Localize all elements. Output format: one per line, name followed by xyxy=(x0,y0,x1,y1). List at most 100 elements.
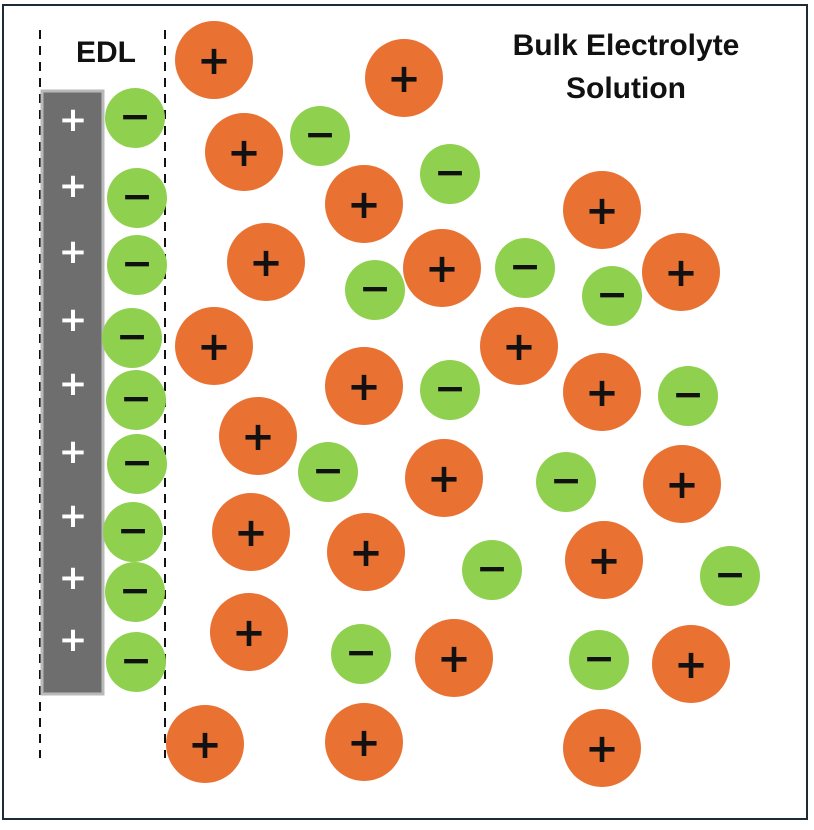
bulk-anion-sign: − xyxy=(345,630,377,674)
cation-sign: + xyxy=(347,182,381,228)
bulk-anion-sign: − xyxy=(583,636,615,680)
bulk-anion: − xyxy=(658,366,718,426)
bulk-anion-circle xyxy=(298,442,358,502)
cation-sign: + xyxy=(387,56,421,102)
bulk-anion-circle xyxy=(582,266,642,326)
edl-anion-sign: − xyxy=(120,638,152,682)
cation-group: ++++++++++++++++++++++++ xyxy=(166,21,730,787)
cation-sign: + xyxy=(347,364,381,410)
bulk-anion: − xyxy=(290,106,350,166)
bulk-label-line1: Bulk Electrolyte xyxy=(513,29,740,62)
edl-anion-sign: − xyxy=(121,174,153,218)
edl-anion: − xyxy=(107,235,167,295)
cation-circle xyxy=(327,513,405,591)
bulk-anion: − xyxy=(331,624,391,684)
bulk-anion: − xyxy=(536,452,596,512)
bulk-anion: − xyxy=(569,630,629,690)
bulk-anion: − xyxy=(582,266,642,326)
cation: + xyxy=(210,593,288,671)
cation: + xyxy=(563,171,641,249)
cation-sign: + xyxy=(188,722,222,768)
bulk-anion: − xyxy=(495,238,555,298)
cation-circle xyxy=(325,165,403,243)
cation-sign: + xyxy=(674,642,708,688)
edl-label: EDL xyxy=(76,36,136,69)
cation-sign: + xyxy=(437,636,471,682)
edl-anion: − xyxy=(106,370,166,430)
cation: + xyxy=(205,113,283,191)
bulk-anion-circle xyxy=(331,624,391,684)
cation-sign: + xyxy=(232,610,266,656)
bulk-anion-sign: − xyxy=(714,552,746,596)
bulk-anion-circle xyxy=(700,546,760,606)
bulk-anion-sign: − xyxy=(672,372,704,416)
cation-circle xyxy=(415,619,493,697)
cation-circle xyxy=(403,229,481,307)
edl-anion-circle xyxy=(103,502,163,562)
cation-sign: + xyxy=(665,462,699,508)
electrode-plus-sign: + xyxy=(59,300,88,340)
bulk-anion: − xyxy=(420,360,480,420)
bulk-label-line2: Solution xyxy=(566,72,686,105)
electrode-plus-sign: + xyxy=(59,166,88,206)
cation-circle xyxy=(652,625,730,703)
electrode-charges: +++++++++ xyxy=(59,100,88,660)
cation: + xyxy=(166,705,244,783)
cation-circle xyxy=(480,307,558,385)
edl-anion: − xyxy=(107,168,167,228)
bulk-anion-circle xyxy=(290,106,350,166)
cation-circle xyxy=(565,521,643,599)
electrode-plus-sign: + xyxy=(59,364,88,404)
edl-anion-sign: − xyxy=(121,440,153,484)
cation-circle xyxy=(219,397,297,475)
edl-anion-sign: − xyxy=(121,241,153,285)
cation-circle xyxy=(175,307,253,385)
electrode-plus-sign: + xyxy=(59,558,88,598)
cation-circle xyxy=(166,705,244,783)
cation: + xyxy=(405,439,483,517)
cation: + xyxy=(325,703,403,781)
cation-circle xyxy=(365,39,443,117)
cation: + xyxy=(325,347,403,425)
bulk-anion: − xyxy=(298,442,358,502)
cation-sign: + xyxy=(585,726,619,772)
cation: + xyxy=(643,445,721,523)
cation-circle xyxy=(643,445,721,523)
cation-circle xyxy=(210,593,288,671)
cation-sign: + xyxy=(427,456,461,502)
cation: + xyxy=(175,307,253,385)
cation-sign: + xyxy=(197,324,231,370)
cation: + xyxy=(480,307,558,385)
cation: + xyxy=(565,521,643,599)
edl-anion: − xyxy=(107,434,167,494)
cation-sign: + xyxy=(587,538,621,584)
edl-anion: − xyxy=(105,562,165,622)
bulk-anion-sign: − xyxy=(359,266,391,310)
cation: + xyxy=(327,513,405,591)
cation: + xyxy=(325,165,403,243)
cation-circle xyxy=(405,439,483,517)
cation-circle xyxy=(642,233,720,311)
electrode xyxy=(40,89,105,696)
bulk-anion-sign: − xyxy=(596,272,628,316)
bulk-anion: − xyxy=(345,260,405,320)
bulk-anion-circle xyxy=(345,260,405,320)
bulk-anion-circle xyxy=(569,630,629,690)
cation-circle xyxy=(563,171,641,249)
bulk-anion-circle xyxy=(420,360,480,420)
electrode-plus-sign: + xyxy=(59,496,88,536)
bulk-anion-sign: − xyxy=(509,244,541,288)
bulk-anion: − xyxy=(462,540,522,600)
anion-group: −−−−−−−−−−−−−−−−−−−−−− xyxy=(102,88,760,692)
cation-circle xyxy=(205,113,283,191)
bulk-anion: − xyxy=(420,144,480,204)
cation-circle xyxy=(227,223,305,301)
edl-anion-sign: − xyxy=(116,314,148,358)
cation-circle xyxy=(212,493,290,571)
cation: + xyxy=(212,493,290,571)
edl-anion: − xyxy=(106,632,166,692)
electrode-plus-sign: + xyxy=(59,232,88,272)
edl-anion-circle xyxy=(102,308,162,368)
edl-anion-circle xyxy=(106,632,166,692)
